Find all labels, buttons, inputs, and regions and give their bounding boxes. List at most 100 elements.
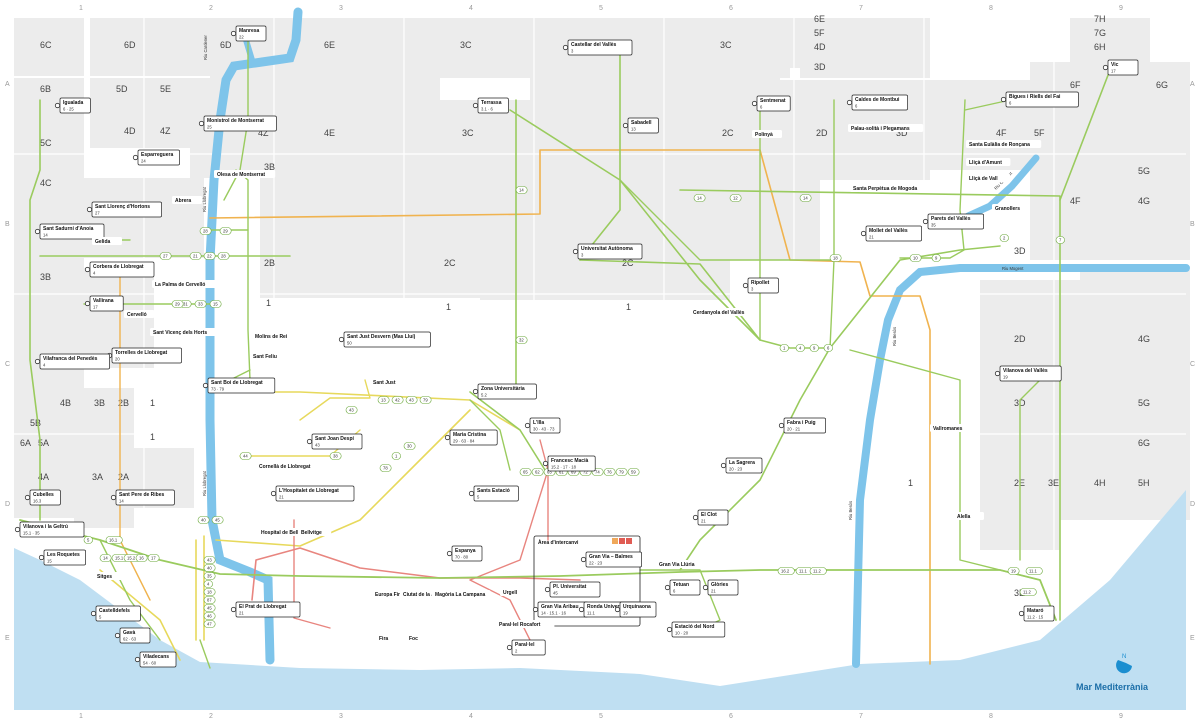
station-30[interactable]: Sant Vicenç dels Horts bbox=[150, 328, 220, 336]
station-6[interactable]: Olesa de Montserrat bbox=[214, 170, 276, 178]
zone-label: 6H bbox=[1094, 42, 1106, 52]
station-box bbox=[930, 424, 969, 432]
grid-row-labels: A B C D E A B C D E bbox=[5, 81, 1195, 642]
station-41[interactable]: Sant Just bbox=[370, 378, 404, 386]
station-18[interactable]: Lliçà de Vall bbox=[966, 174, 1011, 182]
station-83[interactable]: Alella bbox=[954, 512, 984, 520]
station-line-codes: 3 bbox=[571, 49, 574, 54]
station-66[interactable]: Magòria La Campana bbox=[432, 590, 491, 598]
station-67[interactable]: Fira bbox=[376, 634, 406, 642]
station-68[interactable]: Foc bbox=[406, 634, 436, 642]
station-77[interactable]: Gran Via Llúria bbox=[656, 560, 706, 568]
station-55[interactable]: Sitges bbox=[94, 572, 124, 580]
station-name: Sants Estació bbox=[477, 488, 510, 494]
station-49[interactable]: Cornellà de Llobregat bbox=[256, 462, 323, 470]
station-37[interactable]: Sant Just Desvern (Mas Lluí)50 bbox=[338, 331, 431, 348]
station-32[interactable]: Molins de Rei bbox=[252, 332, 297, 340]
svg-text:6: 6 bbox=[827, 346, 830, 351]
station-70[interactable]: Paral·lel Rocafort bbox=[496, 620, 555, 628]
station-name: Parets del Vallès bbox=[931, 216, 971, 222]
line-code-6: 6 bbox=[823, 344, 833, 352]
station-25[interactable]: Gelida bbox=[92, 237, 122, 245]
station-29[interactable]: Cervelló bbox=[124, 310, 155, 318]
station-7[interactable]: Abrera bbox=[172, 196, 202, 204]
station-35[interactable]: Cerdanyola del Vallès bbox=[690, 308, 757, 316]
station-20[interactable]: Granollers bbox=[992, 204, 1028, 212]
station-82[interactable]: Vallromanes bbox=[930, 424, 969, 432]
station-27[interactable]: La Palma de Cervelló bbox=[152, 280, 216, 288]
svg-text:43: 43 bbox=[349, 408, 354, 413]
station-box bbox=[406, 634, 436, 642]
zone-label: 2B bbox=[118, 398, 129, 408]
station-60[interactable]: Bellvitge bbox=[298, 528, 332, 536]
station-17[interactable]: Lliçà d'Amunt bbox=[966, 158, 1011, 166]
svg-text:4: 4 bbox=[799, 346, 802, 351]
svg-text:79: 79 bbox=[619, 470, 624, 475]
zone-label: 4D bbox=[814, 42, 826, 52]
line-code-59: 59 bbox=[627, 468, 640, 476]
station-14[interactable]: Polinyà bbox=[752, 130, 782, 138]
zone-label: 4B bbox=[60, 398, 71, 408]
station-16[interactable]: Santa Eulàlia de Ronçana bbox=[966, 140, 1042, 148]
grid-col-8: 8 bbox=[989, 5, 993, 12]
station-15[interactable]: Palau-solità i Plegamans bbox=[848, 124, 924, 132]
station-39[interactable]: Sant Feliu bbox=[250, 352, 286, 360]
station-69[interactable]: Urgell bbox=[500, 588, 530, 596]
grid-col-4-bottom: 4 bbox=[469, 713, 473, 720]
station-name: Alella bbox=[957, 514, 971, 520]
station-box bbox=[500, 588, 530, 596]
station-19[interactable]: Santa Perpètua de Mogoda bbox=[850, 184, 926, 192]
